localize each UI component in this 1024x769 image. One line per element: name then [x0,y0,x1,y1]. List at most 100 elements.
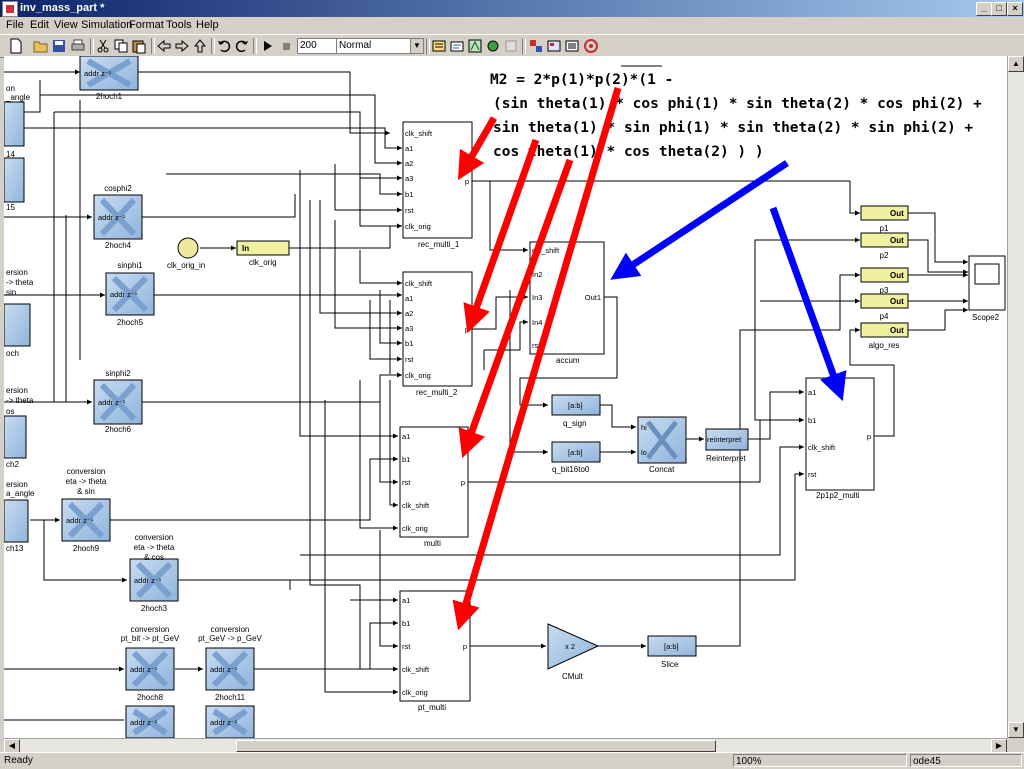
scroll-thumb[interactable] [236,740,716,752]
menu-view[interactable]: View [54,19,78,31]
edge-label: ersion [6,386,28,395]
debug-icon[interactable] [485,38,501,54]
q-sign-text: [a:b] [568,401,583,410]
simulation-mode-select[interactable]: Normal▼ [336,38,424,54]
scroll-right-icon[interactable]: ▶ [991,739,1007,753]
redo-icon[interactable] [234,38,250,54]
model-browser-icon[interactable] [546,38,562,54]
clk-orig-label: clk_orig [249,258,277,267]
minimize-button[interactable]: _ [976,2,992,16]
rom-block-partial[interactable]: addr z⁻¹ [125,705,175,738]
menu-edit[interactable]: Edit [30,19,49,31]
input-port-label: clk_orig [402,524,428,533]
up-arrow-icon[interactable] [192,38,208,54]
undo-icon[interactable] [216,38,232,54]
rom-block-title: eta -> theta [134,543,175,552]
scroll-down-icon[interactable]: ▼ [1008,722,1024,738]
open-folder-icon[interactable] [33,38,49,54]
copy-icon[interactable] [113,38,129,54]
start-simulation-icon[interactable] [259,38,275,54]
menu-help[interactable]: Help [196,19,219,31]
gateway-out-text: Out [890,209,904,218]
new-file-icon[interactable] [8,38,24,54]
clk-orig-block[interactable]: In clk_orig [236,240,290,267]
scroll-left-icon[interactable]: ◀ [4,739,20,753]
save-icon[interactable] [51,38,67,54]
subsystem-name: multi [424,539,441,548]
concat-block[interactable]: hi lo Concat [637,416,687,474]
print-icon[interactable] [70,38,86,54]
left-edge-blocks[interactable] [4,101,31,543]
cmult-block[interactable]: x 2 CMult [547,623,600,681]
menu-tools[interactable]: Tools [166,19,192,31]
red-arrow-1 [457,116,498,181]
clk-orig-text: In [242,244,249,253]
scroll-up-icon[interactable]: ▲ [1008,56,1024,72]
q-sign-block[interactable]: [a:b] q_sign [551,394,601,428]
target-icon[interactable] [583,38,599,54]
menu-file[interactable]: File [6,19,24,31]
rom-block-name: 2hoch4 [105,241,132,250]
horizontal-scrollbar[interactable]: ◀ ▶ [4,738,1007,753]
gateway-out-name: p3 [880,286,889,295]
gateway-out-name: algo_res [869,341,900,350]
rom-block-partial[interactable]: addr z⁻¹ [205,705,255,738]
rom-block-name: 2hoch6 [105,425,132,434]
chevron-down-icon[interactable]: ▼ [410,39,423,53]
simulink-app-icon [2,1,18,17]
library-browser-icon[interactable] [528,38,544,54]
scope2-block[interactable]: Scope2 [968,255,1006,322]
reinterpret-block[interactable]: reinterpret Reinterpret [705,428,749,463]
close-button[interactable]: × [1007,2,1023,16]
clk-orig-in-block[interactable]: clk_orig_in [167,237,205,270]
paste-icon[interactable] [131,38,147,54]
build-icon[interactable] [431,38,447,54]
subsystems[interactable]: clk_shifta1a2a3b1rstclk_origprec_multi_1… [399,121,875,712]
back-arrow-icon[interactable] [156,38,172,54]
update-diagram-icon[interactable] [449,38,465,54]
debug-disabled-icon[interactable] [503,38,519,54]
input-port-label: clk_shift [405,129,433,138]
block-diagram[interactable]: on _angle 14 15 ersion -> theta sin och … [4,56,1007,738]
forward-arrow-icon[interactable] [174,38,190,54]
status-text: Ready [4,755,33,766]
vertical-scrollbar[interactable]: ▲ ▼ [1007,56,1024,738]
maximize-button[interactable]: □ [991,2,1007,16]
model-explorer-icon[interactable] [467,38,483,54]
equation-annotation: M2 = 2*p(1)*p(2)*(1 - (sin theta(1) * co… [490,65,982,160]
stop-simulation-icon[interactable] [278,38,294,54]
gateway-out-text: Out [890,326,904,335]
menu-format[interactable]: Format [129,19,164,31]
title-bar: inv_mass_part * _ □ × [0,0,1024,17]
rom-addr-text: addr z⁻¹ [84,69,112,78]
slice-block[interactable]: [a:b] Slice [647,635,697,669]
menu-simulation[interactable]: Simulation [81,19,133,31]
reinterpret-label: Reinterpret [706,454,746,463]
model-canvas[interactable]: on _angle 14 15 ersion -> theta sin och … [4,56,1007,738]
cut-icon[interactable] [95,38,111,54]
q-bit16to0-block[interactable]: [a:b] q_bit16to0 [551,441,601,474]
port-values-icon[interactable] [564,38,580,54]
stop-time-input[interactable]: 200 [297,38,337,54]
edge-label: 15 [6,203,15,212]
gateway-out-algo_res[interactable]: Out algo_res [860,322,909,350]
